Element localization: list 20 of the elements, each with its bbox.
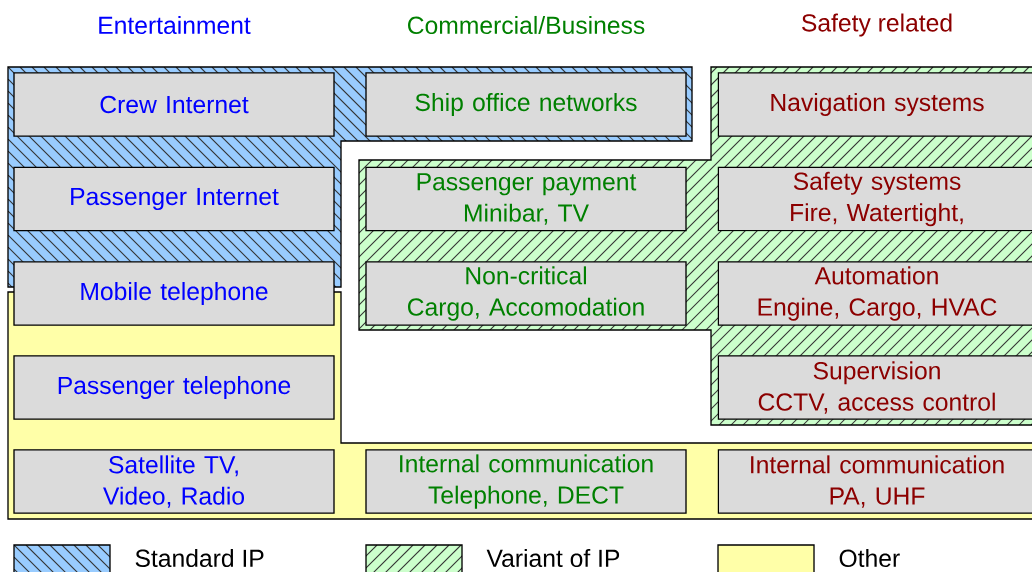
system-box: Satellite TV, Video, Radio [13,449,335,514]
system-box: Passenger Internet [13,166,335,232]
system-box: Crew Internet [13,72,335,137]
system-box: Supervision CCTV, access control [717,355,1032,420]
legend-label: Variant of IP [486,548,620,568]
legend-label: Standard IP [135,548,264,568]
system-box: Ship office networks [365,72,687,137]
legend-label: Other [839,548,900,568]
column-heading: Commercial/Business [408,15,645,35]
system-box: Passenger payment Minibar, TV [365,166,687,232]
system-box: Mobile telephone [13,261,335,326]
system-box: Automation Engine, Cargo, HVAC [717,261,1032,326]
system-box: Internal communication Telephone, DECT [365,449,687,514]
system-box: Passenger telephone [13,355,335,420]
column-heading: Entertainment [99,15,251,35]
system-box: Safety systems Fire, Watertight, [717,166,1032,232]
column-heading: Safety related [802,13,952,37]
system-box: Non-critical Cargo, Accomodation [365,261,687,326]
system-box: Internal communication PA, UHF [717,449,1032,514]
system-box: Navigation systems [717,72,1032,137]
